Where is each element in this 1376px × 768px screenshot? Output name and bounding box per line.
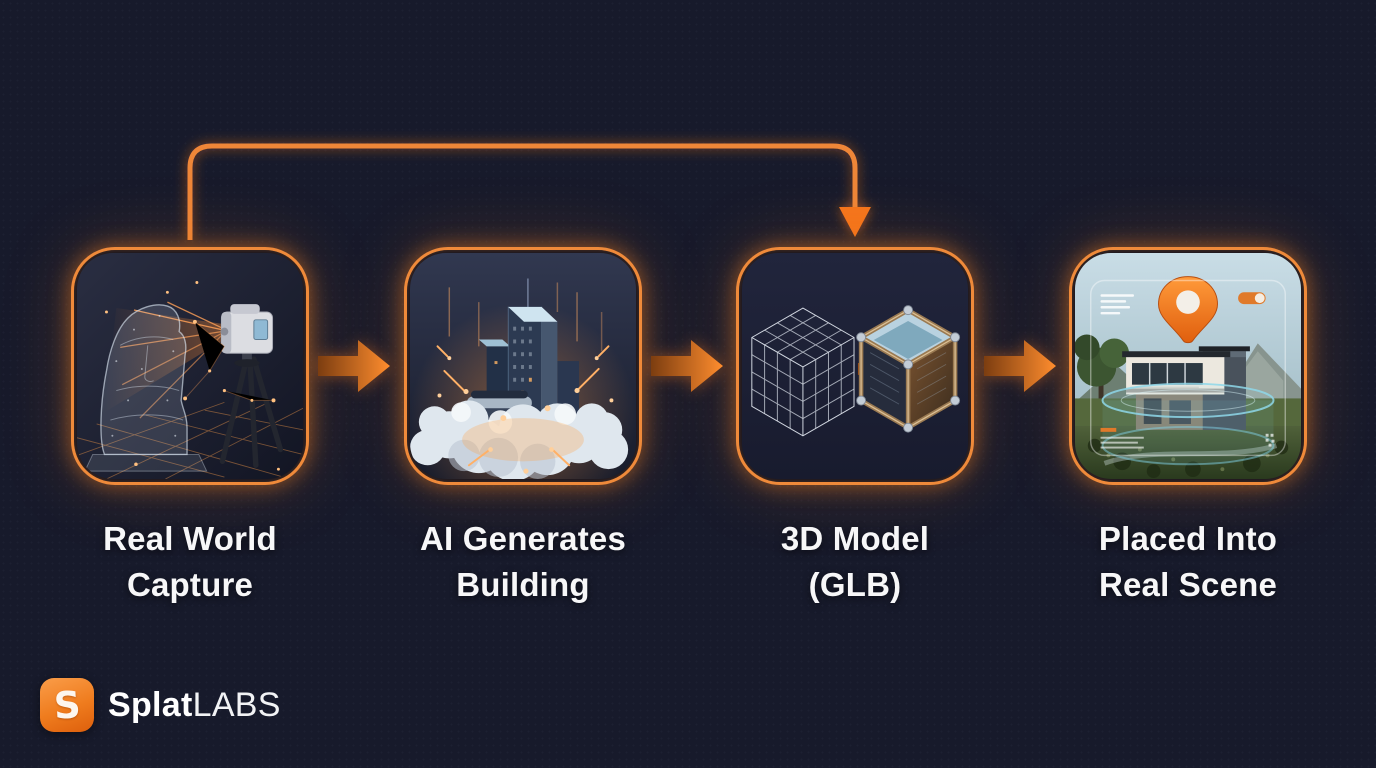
step-2-label: AI Generates Building — [353, 516, 693, 608]
scan-points — [105, 281, 280, 471]
splatlabs-logo: S SplatLABS — [40, 678, 281, 732]
tree — [1075, 334, 1130, 403]
wireframe-cube — [751, 307, 855, 437]
step-3-label-line2: (GLB) — [808, 566, 902, 603]
arrow-step1-to-step2-icon — [318, 340, 390, 392]
wireframe-to-textured-cube-scene-icon — [742, 253, 968, 479]
textured-cube — [856, 305, 961, 433]
toggle-icon — [1238, 292, 1266, 305]
laser-scanner-tripod — [219, 304, 284, 468]
arrow-step2-to-step3-icon — [651, 340, 723, 392]
step-1-label: Real World Capture — [20, 516, 360, 608]
bypass-arrowhead-icon — [839, 207, 871, 237]
splatlabs-logo-icon: S — [40, 678, 94, 732]
step-3-label: 3D Model (GLB) — [685, 516, 1025, 608]
ar-overlay — [1089, 279, 1287, 457]
step-2-label-line1: AI Generates — [420, 520, 626, 557]
modern-house — [1122, 346, 1250, 430]
logo-text-labs: LABS — [192, 685, 281, 724]
step-4-label: Placed Into Real Scene — [1018, 516, 1358, 608]
house-location-pin-scene-icon — [1075, 253, 1301, 479]
arrow-step3-to-step4-icon — [984, 340, 1056, 392]
logo-wordmark: SplatLABS — [108, 686, 281, 725]
laser-scanner-statue-scene-icon — [77, 253, 303, 479]
step-3-tile — [736, 247, 974, 485]
step-4-label-line2: Real Scene — [1098, 566, 1278, 603]
ai-building-clouds-scene-icon — [410, 253, 636, 479]
step-3-label-line1: 3D Model — [780, 520, 930, 557]
pointcloud-statue — [84, 304, 208, 472]
step-1-label-line1: Real World — [103, 520, 277, 557]
sparks — [436, 345, 610, 467]
step-4-label-line1: Placed Into — [1098, 520, 1278, 557]
step-1-tile — [71, 247, 309, 485]
logo-mark-letter: S — [52, 682, 82, 728]
step-4-tile — [1069, 247, 1307, 485]
logo-text-splat: Splat — [108, 685, 193, 724]
location-pin-icon — [1158, 276, 1218, 344]
step-1-label-line2: Capture — [126, 566, 254, 603]
hologram-cylinder — [1101, 382, 1275, 466]
step-2-label-line2: Building — [456, 566, 590, 603]
step-2-tile — [404, 247, 642, 485]
